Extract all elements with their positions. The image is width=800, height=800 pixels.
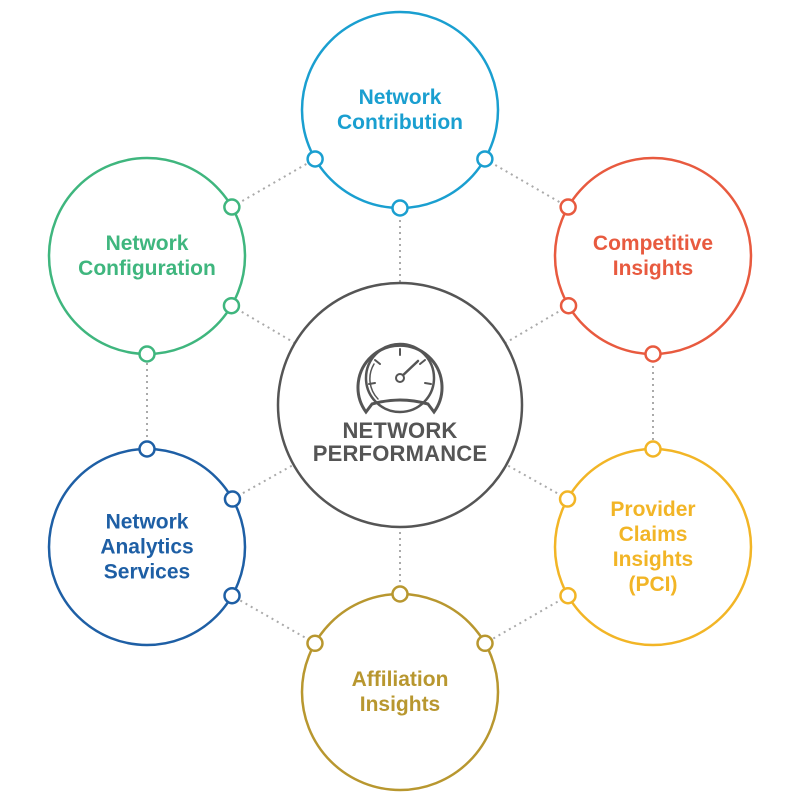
node-label-line: Insights	[359, 693, 441, 716]
node-label-line: Network	[105, 510, 189, 534]
spoke-line	[230, 304, 296, 344]
ring-dot-network-configuration	[138, 345, 156, 363]
center-title-line: NETWORK	[342, 418, 458, 443]
node-label-line: Insights	[612, 548, 694, 571]
spoke-line	[231, 463, 295, 500]
node-label-line: (PCI)	[628, 573, 678, 596]
node-label-line: Affiliation	[351, 668, 449, 691]
node-label-line: Competitive	[592, 232, 714, 255]
ring-line	[484, 594, 569, 645]
spoke-dot-network-contribution	[391, 199, 409, 217]
node-label-provider-claims-insights: Provider Claims Insights (PCI)	[568, 497, 738, 597]
ring-dot-affiliation-insights	[476, 634, 494, 653]
node-label-line: Contribution	[337, 111, 463, 134]
ring-line	[231, 594, 316, 645]
ring-dot-network-analytics-services	[138, 440, 156, 458]
center-title-line: PERFORMANCE	[312, 441, 488, 466]
ring-dot-network-contribution	[476, 150, 494, 168]
node-label-line: Network	[358, 86, 442, 109]
spoke-dot-network-analytics-services	[223, 490, 242, 508]
spoke-line	[505, 463, 569, 500]
node-label-competitive-insights: Competitive Insights	[568, 231, 738, 281]
ring-dot-affiliation-insights	[306, 634, 324, 653]
ring-dot-network-configuration	[223, 198, 241, 216]
ring-line	[231, 158, 316, 208]
node-label-affiliation-insights: Affiliation Insights	[315, 667, 485, 717]
ring-dot-provider-claims-insights	[644, 440, 662, 458]
ring-dot-network-analytics-services	[223, 586, 241, 605]
node-label-network-contribution: Network Contribution	[315, 85, 485, 135]
node-label-line: Services	[103, 560, 191, 584]
node-label-network-analytics-services: Network Analytics Services	[62, 510, 232, 585]
node-label-network-configuration: Network Configuration	[62, 231, 232, 281]
node-label-line: Network	[105, 232, 189, 255]
spoke-dot-affiliation-insights	[391, 585, 409, 603]
ring-line	[484, 158, 569, 208]
spoke-dot-network-configuration	[222, 296, 241, 315]
spoke-line	[504, 304, 570, 344]
connector-dots	[138, 150, 662, 653]
speedometer-icon	[356, 342, 444, 415]
center-hub	[276, 281, 524, 529]
node-label-line: Analytics	[100, 535, 194, 559]
spoke-dot-competitive-insights	[559, 296, 578, 315]
center-circle	[276, 281, 524, 529]
center-title: NETWORK PERFORMANCE	[290, 419, 510, 465]
node-label-line: Claims	[618, 523, 688, 546]
spoke-dot-provider-claims-insights	[558, 490, 577, 508]
node-label-line: Provider	[610, 498, 696, 521]
node-label-line: Insights	[612, 257, 694, 280]
ring-dot-network-contribution	[306, 150, 324, 168]
ring-dot-competitive-insights	[644, 345, 662, 363]
ring-dot-provider-claims-insights	[559, 586, 577, 605]
ring-dot-competitive-insights	[559, 198, 577, 216]
node-label-line: Configuration	[78, 257, 216, 280]
connector-lines	[146, 158, 654, 645]
